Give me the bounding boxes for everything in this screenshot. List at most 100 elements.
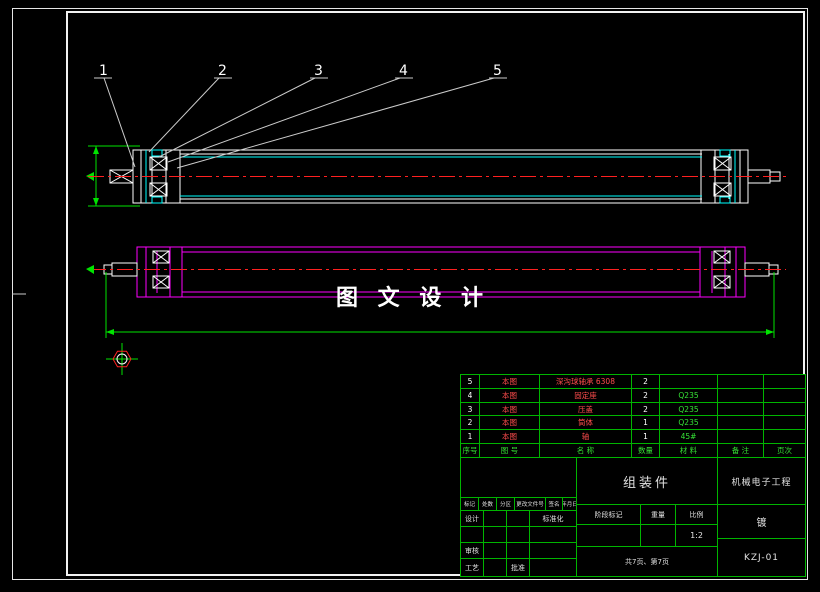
bom-page-5 <box>764 375 805 388</box>
bom-header-no: 序号 <box>461 444 479 457</box>
bom-page-2 <box>764 416 805 430</box>
inner-border <box>66 11 805 576</box>
bom-name-1: 轴 <box>540 430 631 444</box>
empty-cell <box>484 511 506 526</box>
bottom-view-bearings-shaft <box>103 250 779 289</box>
part-callout-labels: 1 2 3 4 5 <box>99 63 502 79</box>
blank-row <box>461 527 576 542</box>
top-roller-view <box>86 145 788 207</box>
drawing-number: KZJ-01 <box>718 539 805 576</box>
empty-cell <box>530 527 576 542</box>
bom-material-1: 45# <box>660 430 717 444</box>
check-label: 审核 <box>461 543 483 558</box>
hex-nut-detail <box>106 343 138 375</box>
bom-qty-5: 2 <box>632 375 659 388</box>
empty-cell <box>507 527 529 542</box>
watermark-text: 图 文 设 计 <box>336 286 489 311</box>
empty-cell <box>530 543 576 558</box>
bom-qty-4: 2 <box>632 388 659 402</box>
process-row: 工艺 批准 <box>461 559 576 576</box>
bom-code-5: 本图 <box>480 375 539 388</box>
organization-name: 机械电子工程 <box>718 458 805 504</box>
empty-cell <box>507 543 529 558</box>
stage-label: 阶段标记 <box>577 505 640 524</box>
bom-header-material: 材 料 <box>660 444 717 457</box>
bom-code-3: 本图 <box>480 402 539 416</box>
bom-name-5: 深沟球轴承 6308 <box>540 375 631 388</box>
part-name: 组装件 <box>577 458 717 504</box>
revision-col-mark: 标记 <box>461 498 478 510</box>
bom-page-1 <box>764 430 805 444</box>
bom-material-4: Q235 <box>660 388 717 402</box>
bom-header-code: 图 号 <box>480 444 539 457</box>
bom-code-4: 本图 <box>480 388 539 402</box>
bom-header-name: 名 称 <box>540 444 631 457</box>
weight-value <box>641 525 675 546</box>
bom-name-3: 压盖 <box>540 402 631 416</box>
signature-empty-row <box>461 458 576 497</box>
part-label-3: 3 <box>314 63 323 79</box>
empty-cell <box>507 511 529 526</box>
bom-qty-2: 1 <box>632 416 659 430</box>
check-row: 审核 <box>461 543 576 558</box>
bom-code-1: 本图 <box>480 430 539 444</box>
bom-no-3: 3 <box>461 402 479 416</box>
bom-material-5 <box>660 375 717 388</box>
bom-qty-3: 2 <box>632 402 659 416</box>
sheet-info: 共7页、第7页 <box>577 547 717 576</box>
bom-code-2: 本图 <box>480 416 539 430</box>
bom-table: 5 本图 深沟球轴承 6308 2 4 本图 固定座 2 Q235 3 本图 压… <box>461 375 805 457</box>
part-label-1: 1 <box>99 63 108 79</box>
title-block-right: 机械电子工程 镀 KZJ-01 <box>718 458 805 576</box>
plating-note: 镀 <box>718 505 805 538</box>
bom-page-3 <box>764 402 805 416</box>
bom-header-page: 页次 <box>764 444 805 457</box>
revision-col-docno: 更改文件号 <box>515 498 545 510</box>
hexagon-outline <box>112 350 132 368</box>
bom-no-2: 2 <box>461 416 479 430</box>
scale-label: 比例 <box>676 505 717 524</box>
part-label-2: 2 <box>218 63 227 79</box>
stage-weight-scale-values: 1:2 <box>577 525 717 546</box>
bom-header-remark: 备 注 <box>718 444 763 457</box>
bom-page-4 <box>764 388 805 402</box>
revision-header-row: 标记 处数 分区 更改文件号 签名 年月日 <box>461 498 576 510</box>
empty-cell <box>484 559 506 576</box>
bom-header-qty: 数量 <box>632 444 659 457</box>
standardize-label: 标准化 <box>530 511 576 526</box>
empty-cell <box>461 527 483 542</box>
bom-remark-1 <box>718 430 763 444</box>
bom-remark-3 <box>718 402 763 416</box>
bom-name-2: 筒体 <box>540 416 631 430</box>
bom-remark-4 <box>718 388 763 402</box>
design-label: 设计 <box>461 511 483 526</box>
design-row: 设计 标准化 <box>461 511 576 526</box>
bom-no-1: 1 <box>461 430 479 444</box>
empty-cell <box>530 559 576 576</box>
revision-col-date: 年月日 <box>563 498 576 510</box>
bom-remark-2 <box>718 416 763 430</box>
empty-cell <box>484 527 506 542</box>
part-label-4: 4 <box>399 63 408 79</box>
part-label-5: 5 <box>493 63 502 79</box>
revision-col-sign: 签名 <box>546 498 562 510</box>
hex-bore-circle <box>116 353 128 365</box>
title-block: 5 本图 深沟球轴承 6308 2 4 本图 固定座 2 Q235 3 本图 压… <box>460 374 806 577</box>
stage-weight-scale-row: 阶段标记 重量 比例 <box>577 505 717 524</box>
approve-label: 批准 <box>507 559 529 576</box>
bom-name-4: 固定座 <box>540 388 631 402</box>
bom-remark-5 <box>718 375 763 388</box>
bottom-roller-view <box>86 246 786 338</box>
process-label: 工艺 <box>461 559 483 576</box>
revision-col-count: 处数 <box>479 498 496 510</box>
bom-no-5: 5 <box>461 375 479 388</box>
weight-label: 重量 <box>641 505 675 524</box>
bom-material-3: Q235 <box>660 402 717 416</box>
revision-col-zone: 分区 <box>497 498 514 510</box>
title-block-main: 标记 处数 分区 更改文件号 签名 年月日 设计 标准化 <box>461 458 805 576</box>
part-callout-leaders <box>94 77 507 169</box>
bom-qty-1: 1 <box>632 430 659 444</box>
bottom-view-dimensions <box>86 265 775 338</box>
